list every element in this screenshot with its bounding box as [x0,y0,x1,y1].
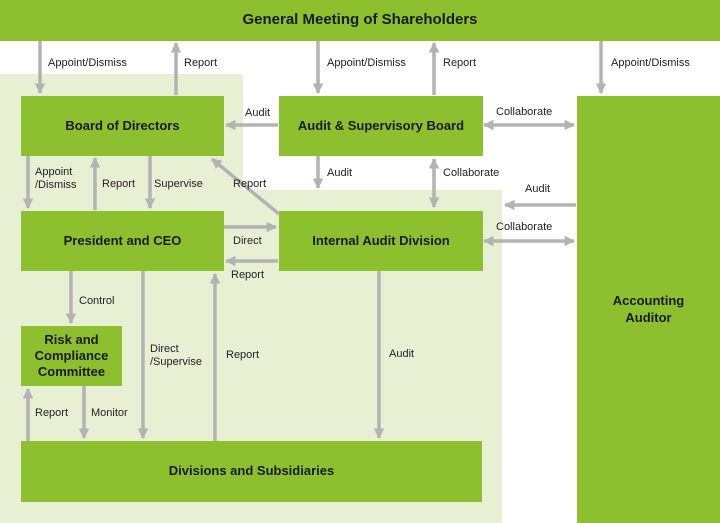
audit-supervisory-board-box: Audit & Supervisory Board [279,96,483,156]
shareholders-box: General Meeting of Shareholders [0,0,720,41]
board-of-directors-box: Board of Directors [21,96,224,156]
label-report: Report [226,349,260,361]
president-ceo-box: President and CEO [21,211,224,271]
label-collaborate: Collaborate [496,221,553,233]
label-report: Report [443,57,477,69]
label-audit: Audit [245,107,271,119]
label-report: Report [231,269,265,281]
label-supervise: Supervise [154,178,203,190]
label-report: Report [102,178,136,190]
divisions-subsidiaries-box: Divisions and Subsidiaries [21,441,482,502]
label-audit: Audit [327,167,353,179]
label-collaborate: Collaborate [496,106,553,118]
label-direct: Direct [233,235,262,247]
label-audit: Audit [525,183,551,195]
internal-audit-division-box: Internal Audit Division [279,211,483,271]
label-report: Report [35,407,69,419]
label-monitor: Monitor [91,407,128,419]
label-collaborate: Collaborate [443,167,500,179]
label-appoint-dismiss: Appoint/Dismiss [48,57,127,69]
accounting-auditor-box: Accounting Auditor [577,96,720,523]
label-control: Control [79,295,115,307]
label-direct-supervise: Direct /Supervise [150,343,202,368]
label-appoint-dismiss: Appoint /Dismiss [35,166,77,191]
arrow-report-ia-board [210,157,281,216]
risk-compliance-box: Risk and Compliance Committee [21,326,122,386]
label-report: Report [184,57,218,69]
label-appoint-dismiss: Appoint/Dismiss [327,57,406,69]
label-report: Report [233,178,267,190]
label-appoint-dismiss: Appoint/Dismiss [611,57,690,69]
label-audit: Audit [389,348,415,360]
